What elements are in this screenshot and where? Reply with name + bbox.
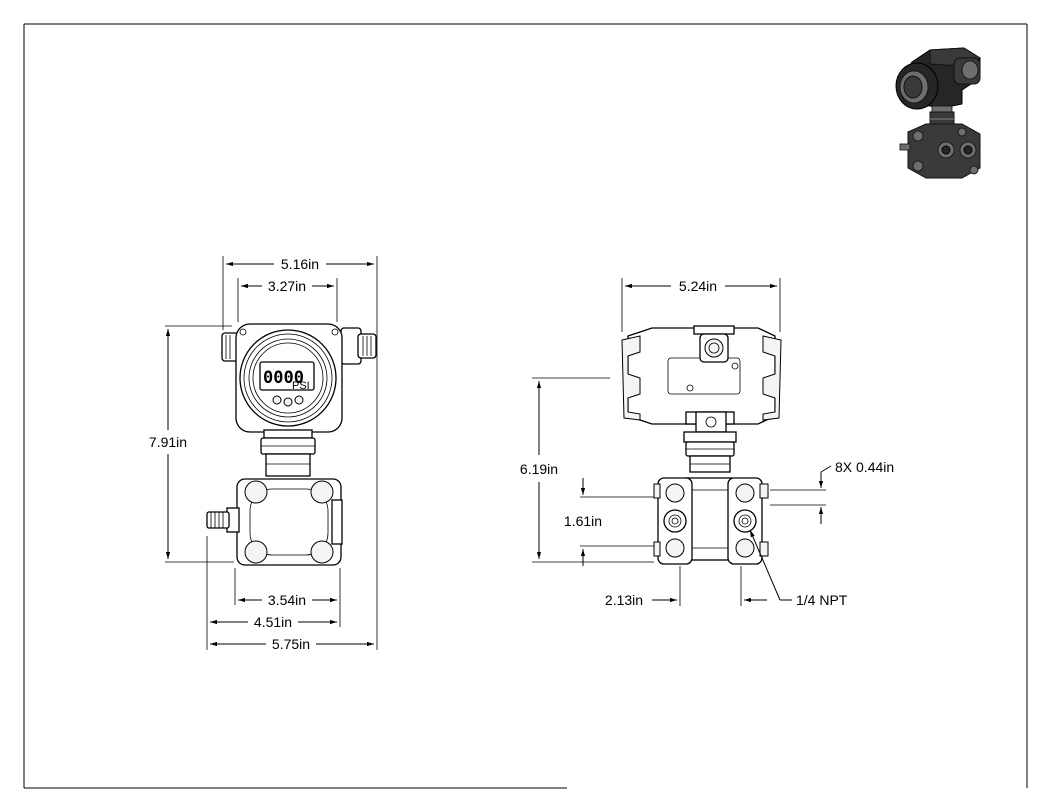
dim-side-width: 5.24in <box>679 278 717 294</box>
conduit-port-icon <box>704 338 724 358</box>
dim-flange-width: 3.54in <box>268 592 306 608</box>
ground-screw-icon <box>705 416 717 428</box>
front-view: 0000 PSI <box>149 256 378 652</box>
flange-bolt-icon <box>310 480 334 504</box>
flange-bolt-icon <box>310 540 334 564</box>
zero-button-icon <box>272 395 282 405</box>
front-view-transmitter: 0000 PSI <box>206 323 377 566</box>
dim-port-thread: 1/4 NPT <box>796 592 848 608</box>
lcd-unit: PSI <box>292 380 310 392</box>
side-view-transmitter <box>621 325 782 565</box>
dim-overall-depth: 5.75in <box>272 636 310 652</box>
dim-overall-height: 7.91in <box>149 434 187 450</box>
isometric-view <box>895 47 982 179</box>
dim-height-to-axis: 6.19in <box>520 461 558 477</box>
dim-overall-width: 5.16in <box>281 256 319 272</box>
dim-housing-width: 3.27in <box>268 278 306 294</box>
vent-fitting-icon <box>206 511 230 529</box>
process-port-left-icon <box>663 509 687 533</box>
dim-port-center-distance: 2.13in <box>605 592 643 608</box>
lcd-digits: 0000 <box>263 368 304 388</box>
lcd-display <box>259 361 315 391</box>
dim-bolt-holes: 8X 0.44in <box>835 459 894 475</box>
side-dim-lines <box>532 278 832 606</box>
flange-bolt-icon <box>244 480 268 504</box>
dim-port-spacing: 1.61in <box>564 513 602 529</box>
sheet-border <box>23 23 1028 789</box>
flange-bolt-icon <box>244 540 268 564</box>
process-port-right-icon <box>733 509 757 533</box>
side-view: 5.24in 6.19in 1.61in 8X 0.44in 2.13in 1/… <box>520 278 894 608</box>
front-dim-lines <box>165 256 378 650</box>
mode-button-icon <box>294 395 304 405</box>
dim-flange-to-fitting: 4.51in <box>254 614 292 630</box>
span-button-icon <box>283 397 293 407</box>
